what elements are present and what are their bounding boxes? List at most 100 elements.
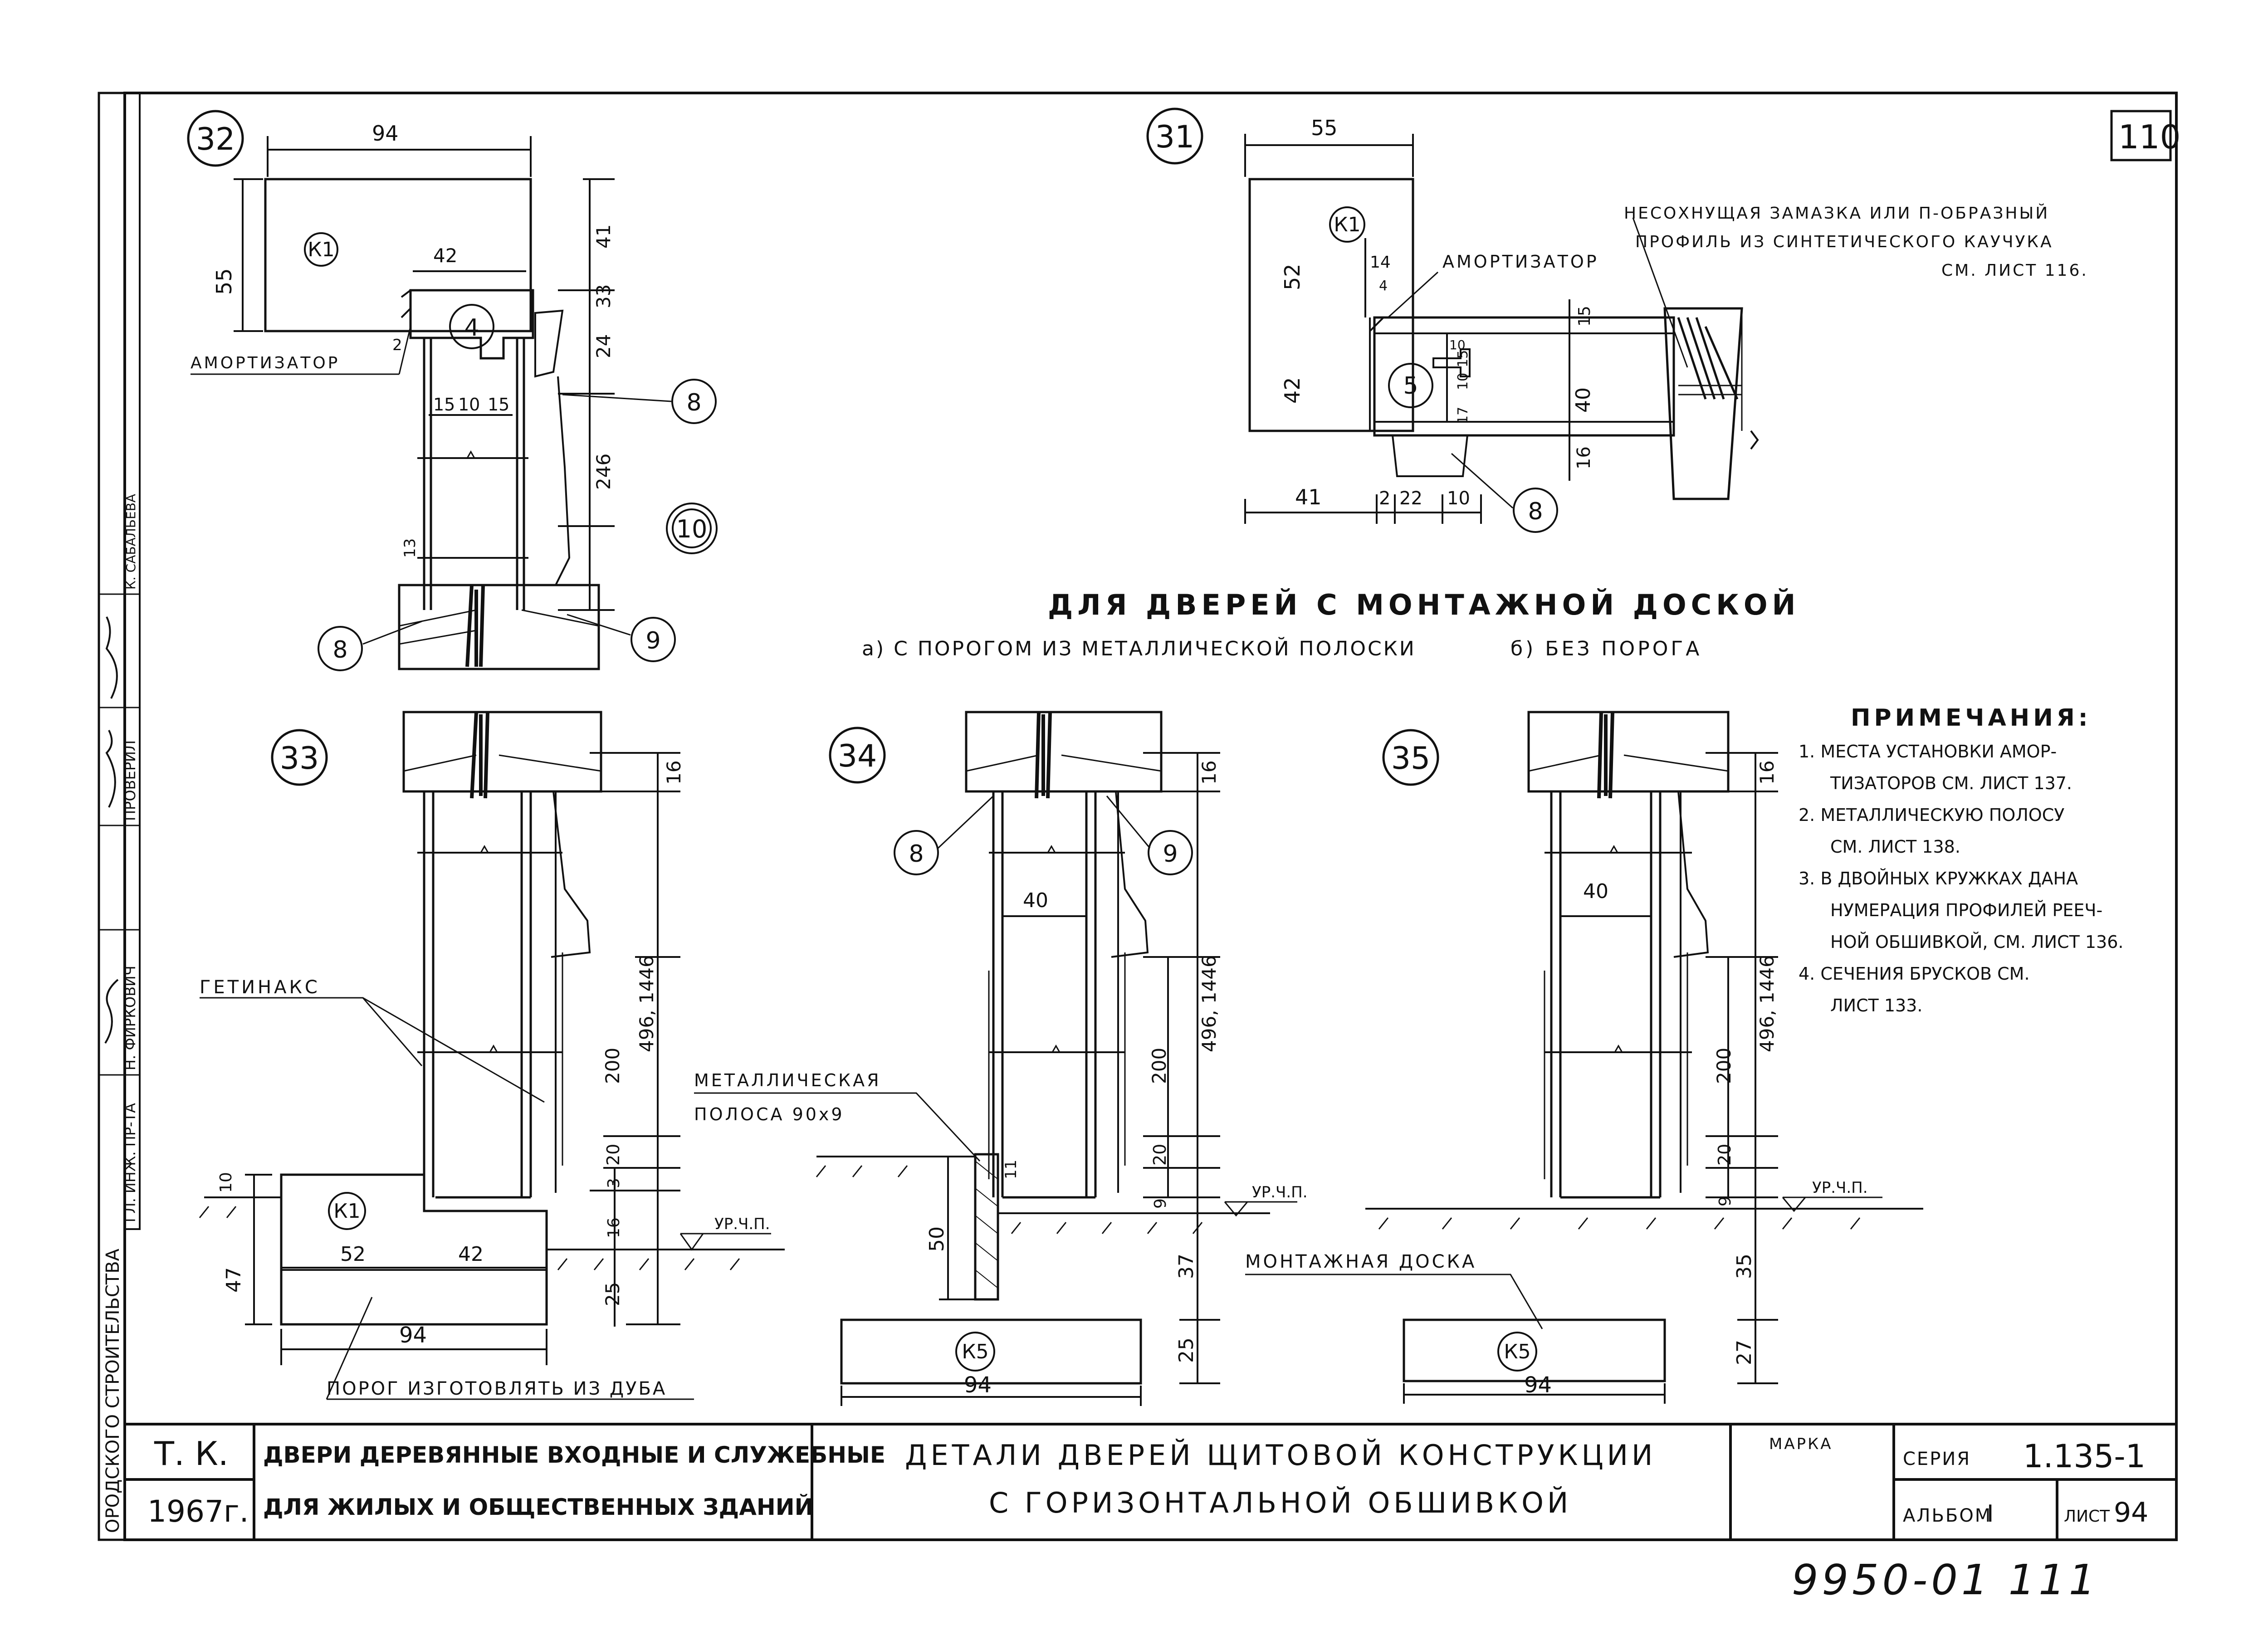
left-stamp-strip: ОРОДСКОГО СТРОИТЕЛЬСТВА ГЛ. ИНЖ. ПР-ТА Н… xyxy=(98,92,141,1541)
dim-34-16: 16 xyxy=(1198,761,1220,785)
heading-group: ДЛЯ ДВЕРЕЙ С МОНТАЖНОЙ ДОСКОЙ а) С ПОРОГ… xyxy=(862,588,1800,660)
dim-31-41: 41 xyxy=(1295,485,1322,509)
heading-sub-b: б) БЕЗ ПОРОГА xyxy=(1510,637,1702,660)
label-33-level: УР.Ч.П. xyxy=(714,1215,770,1233)
dim-35-27: 27 xyxy=(1733,1340,1756,1365)
dimension-lines-31 xyxy=(1244,134,1570,524)
dim-32-10: 10 xyxy=(458,395,480,415)
dim-34-20: 20 xyxy=(1150,1144,1170,1166)
detail-34: 34 xyxy=(694,711,1308,1406)
dimension-lines-32 xyxy=(234,136,615,611)
dim-34-40: 40 xyxy=(1023,889,1048,912)
dim-33-1446: 496, 1446 xyxy=(635,955,658,1052)
threshold-board-32 xyxy=(398,584,600,670)
dim-31-4: 4 xyxy=(1379,278,1388,294)
label-34-strip-l1: МЕТАЛЛИЧЕСКАЯ xyxy=(694,1070,881,1090)
label-31-amort: АМОРТИЗАТОР xyxy=(1442,252,1599,272)
callout-number-33: 33 xyxy=(280,741,319,776)
callout-circle-31 xyxy=(1146,107,1203,165)
label-34-strip-l2: ПОЛОСА 90х9 xyxy=(694,1104,845,1124)
label-31-p5: 5 xyxy=(1403,372,1418,400)
label-33-getinaks: ГЕТИНАКС xyxy=(200,977,320,998)
strip-role4-text: К. САБАЛЬЕВА xyxy=(123,494,138,590)
door-edge-31 xyxy=(1663,307,1743,500)
label-32-p4: 4 xyxy=(464,314,479,342)
dim-31-14: 14 xyxy=(1370,253,1391,272)
dim-31-55: 55 xyxy=(1311,116,1338,140)
callout-circle-34 xyxy=(829,727,886,784)
title-org-l1: Т. К. xyxy=(154,1435,229,1473)
dim-34-9: 9 xyxy=(1151,1198,1170,1209)
profile-4-32 xyxy=(409,289,534,360)
title-list-label: ЛИСТ xyxy=(2064,1507,2110,1526)
notes-line-8: 4. СЕЧЕНИЯ БРУСКОВ СМ. xyxy=(1799,964,2030,984)
title-org-l2: 1967г. xyxy=(147,1494,249,1529)
notes-block: ПРИМЕЧАНИЯ: 1. МЕСТА УСТАНОВКИ АМОР- ТИЗ… xyxy=(1799,704,2123,1015)
profile-5-31 xyxy=(1373,316,1675,437)
dimension-lines-34 xyxy=(841,752,1220,1406)
dim-31-22: 22 xyxy=(1399,488,1422,509)
notes-line-1: 1. МЕСТА УСТАНОВКИ АМОР- xyxy=(1799,742,2057,762)
dim-33-16b: 16 xyxy=(605,1217,623,1238)
section-32 xyxy=(264,178,600,670)
callout-number-35: 35 xyxy=(1391,741,1431,776)
dim-33-200: 200 xyxy=(601,1048,624,1084)
mount-board-k5-35 xyxy=(1403,1318,1666,1382)
dim-31-40: 40 xyxy=(1572,387,1595,413)
head-board-34 xyxy=(965,711,1163,793)
notes-line-4: СМ. ЛИСТ 138. xyxy=(1830,837,1960,857)
notes-line-6: НУМЕРАЦИЯ ПРОФИЛЕЙ РЕЕЧ- xyxy=(1830,900,2102,920)
title-project-l2: ДЛЯ ЖИЛЫХ И ОБЩЕСТВЕННЫХ ЗДАНИЙ xyxy=(263,1494,813,1520)
label-34-p9: 9 xyxy=(1163,840,1178,868)
dim-33-52: 52 xyxy=(340,1243,366,1266)
frame-k1-32 xyxy=(264,178,532,332)
strip-role2-text: Н. ФИРКОВИЧ xyxy=(122,966,139,1070)
dim-32-55: 55 xyxy=(212,268,236,295)
dim-31-15b: 15 xyxy=(1575,306,1594,327)
title-marka-label: МАРКА xyxy=(1769,1435,1833,1453)
label-32-p8a: 8 xyxy=(686,389,701,416)
dim-35-16: 16 xyxy=(1756,761,1778,785)
title-main-l2: С ГОРИЗОНТАЛЬНОЙ ОБШИВКОЙ xyxy=(989,1486,1572,1519)
frame-k1-31 xyxy=(1248,178,1414,432)
dim-35-200: 200 xyxy=(1713,1048,1735,1084)
dim-34-37: 37 xyxy=(1175,1254,1198,1279)
detail-32: 32 94 55 42 41 33 24 246 2 13 15 10 15 xyxy=(187,110,718,671)
dim-32-13: 13 xyxy=(401,538,419,558)
section-33 xyxy=(199,711,785,1326)
sill-k1-33 xyxy=(280,1173,548,1326)
callout-number-34: 34 xyxy=(838,738,877,774)
notes-line-5: 3. В ДВОЙНЫХ КРУЖКАХ ДАНА xyxy=(1799,869,2078,888)
dim-31-10c: 10 xyxy=(1447,488,1470,509)
section-34 xyxy=(816,711,1270,1385)
title-block: Т. К. 1967г. ДВЕРИ ДЕРЕВЯННЫЕ ВХОДНЫЕ И … xyxy=(147,1435,2148,1529)
dim-33-25: 25 xyxy=(601,1282,624,1306)
label-32-p10: 10 xyxy=(676,515,708,543)
dim-33-16: 16 xyxy=(663,761,685,785)
dim-33-47: 47 xyxy=(222,1267,245,1293)
dim-31-2: 2 xyxy=(1379,488,1390,509)
label-31-p8: 8 xyxy=(1528,498,1543,525)
dim-32-2: 2 xyxy=(392,336,402,354)
notes-line-2: ТИЗАТОРОВ СМ. ЛИСТ 137. xyxy=(1830,773,2072,793)
title-seriya-label: СЕРИЯ xyxy=(1903,1449,1971,1469)
dim-32-15b: 15 xyxy=(488,395,509,415)
heading-title: ДЛЯ ДВЕРЕЙ С МОНТАЖНОЙ ДОСКОЙ xyxy=(1048,588,1800,621)
dim-31-42: 42 xyxy=(1280,377,1305,404)
title-album-label: АЛЬБОМ xyxy=(1903,1505,1992,1526)
label-35-k5: К5 xyxy=(1504,1340,1530,1363)
notes-title: ПРИМЕЧАНИЯ: xyxy=(1851,704,2092,732)
notes-line-3: 2. МЕТАЛЛИЧЕСКУЮ ПОЛОСУ xyxy=(1799,805,2064,825)
notes-line-9: ЛИСТ 133. xyxy=(1830,996,1922,1015)
dim-33-20: 20 xyxy=(603,1144,623,1166)
dim-34-11: 11 xyxy=(1002,1160,1020,1179)
sheet-number: 110 xyxy=(2118,118,2180,156)
note-31-line3: СМ. ЛИСТ 116. xyxy=(1941,261,2088,280)
mount-board-k5-34 xyxy=(840,1318,1142,1385)
dim-35-20: 20 xyxy=(1715,1144,1735,1166)
strip-role3-text: ПРОВЕРИЛ xyxy=(122,740,139,821)
label-34-k5: К5 xyxy=(962,1340,988,1363)
callout-circle-33 xyxy=(271,729,328,786)
detail-33: 33 xyxy=(199,711,785,1400)
